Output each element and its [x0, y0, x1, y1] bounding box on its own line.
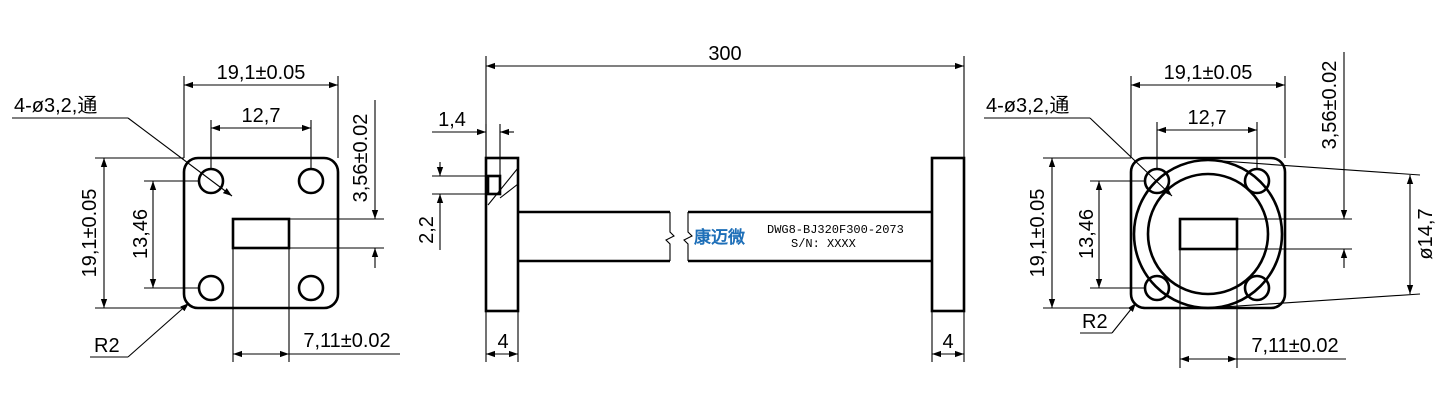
right-radius-leader: [1111, 302, 1137, 334]
right-slot-width-dim: 7,11±0.02: [1251, 335, 1338, 357]
left-hole-top-right: [297, 167, 325, 195]
side-left-flange: [484, 156, 520, 313]
left-hole-vspacing-dim: 13,46: [130, 209, 152, 259]
break-line-right: [683, 212, 693, 261]
left-hole-spacing-dim: 12,7: [242, 105, 281, 127]
right-hole-spacing-dim: 12,7: [1188, 107, 1227, 129]
flange-right-dim: 4: [942, 331, 953, 353]
right-flange-view: 19,1±0.05 12,7 4-ø3,2,通 19,1±0.05 13,46 …: [984, 52, 1437, 368]
left-hole-note-leader: [127, 117, 233, 197]
right-hole-vspacing-dim: 13,46: [1076, 209, 1098, 259]
left-slot-height-dim: 3,56±0.02: [350, 114, 372, 203]
right-radius-note: R2: [1082, 311, 1108, 333]
left-hole-note: 4-ø3,2,通: [14, 94, 97, 117]
length-dim: 300: [708, 43, 741, 65]
left-radius-leader: [127, 302, 190, 358]
left-flange-view: 19,1±0.05 12,7 4-ø3,2,通 19,1±0.05 13,46 …: [12, 62, 400, 362]
right-flange-outer-ring: [1132, 158, 1284, 310]
right-hole-note-leader: [1089, 117, 1173, 197]
brand-label: 康迈微: [694, 227, 746, 248]
flange-left-dim: 4: [497, 331, 508, 353]
side-right-flange: [930, 156, 966, 313]
break-line-left: [665, 212, 675, 261]
left-radius-note: R2: [94, 335, 120, 357]
right-slot-height-dim: 3,56±0.02: [1319, 61, 1341, 150]
left-slot-width-dim: 7,11±0.02: [303, 330, 390, 352]
gap-dim: 2,2: [416, 216, 438, 244]
side-left-inner-slot: [486, 174, 502, 196]
right-flange-inner-ring: [1146, 172, 1270, 296]
left-height-dim: 19,1±0.05: [79, 189, 101, 278]
left-slot: [231, 217, 291, 250]
left-width-dim: 19,1±0.05: [217, 62, 306, 84]
left-hole-bottom-right: [297, 274, 325, 302]
side-view: 康迈微 DWG8-BJ320F300-2073 S/N: XXXX 300 1,…: [416, 43, 966, 362]
left-hole-bottom-left: [197, 274, 225, 302]
right-slot: [1178, 217, 1239, 251]
right-hole-top-right: [1243, 167, 1271, 195]
left-flange-outline: [182, 156, 340, 310]
side-left-hatch: [487, 167, 519, 206]
right-hole-note: 4-ø3,2,通: [986, 94, 1069, 117]
left-hole-top-left: [197, 167, 225, 195]
serial-label: S/N: XXXX: [791, 237, 856, 251]
right-width-dim: 19,1±0.05: [1164, 62, 1253, 84]
model-label: DWG8-BJ320F300-2073: [767, 223, 904, 237]
wall-dim: 1,4: [438, 109, 466, 131]
right-height-dim: 19,1±0.05: [1027, 189, 1049, 278]
right-hole-bottom-right: [1243, 274, 1271, 302]
right-diameter-dim: ø14,7: [1415, 208, 1437, 259]
